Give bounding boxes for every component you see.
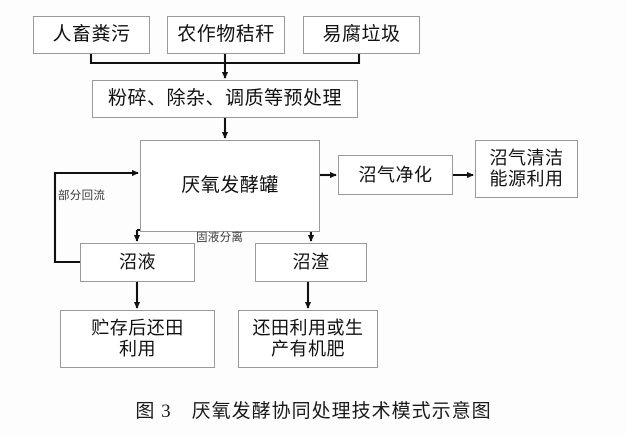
edge-label-solid-liquid-separation: 固液分离 — [196, 232, 244, 244]
figure-caption: 图 3 厌氧发酵协同处理技术模式示意图 — [135, 401, 492, 422]
node-biogas-purification: 沼气净化 — [338, 155, 453, 195]
node-biogas-slurry: 沼液 — [80, 243, 195, 282]
node-source-manure: 人畜粪污 — [33, 16, 150, 54]
node-source-straw: 农作物秸秆 — [167, 16, 285, 54]
node-source-food-waste: 易腐垃圾 — [303, 16, 420, 54]
node-biogas-residue: 沼渣 — [255, 243, 367, 282]
node-anaerobic-digester: 厌氧发酵罐 — [140, 140, 320, 232]
node-slurry-field-use: 贮存后还田 利用 — [60, 310, 215, 368]
node-pretreatment: 粉碎、除杂、调质等预处理 — [92, 80, 358, 118]
node-residue-fertilizer-use: 还田利用或生 产有机肥 — [238, 310, 378, 368]
edge-sources-bus — [89, 54, 361, 65]
node-biogas-clean-energy: 沼气清洁 能源利用 — [475, 140, 578, 198]
edge-label-recirculation: 部分回流 — [58, 190, 106, 202]
